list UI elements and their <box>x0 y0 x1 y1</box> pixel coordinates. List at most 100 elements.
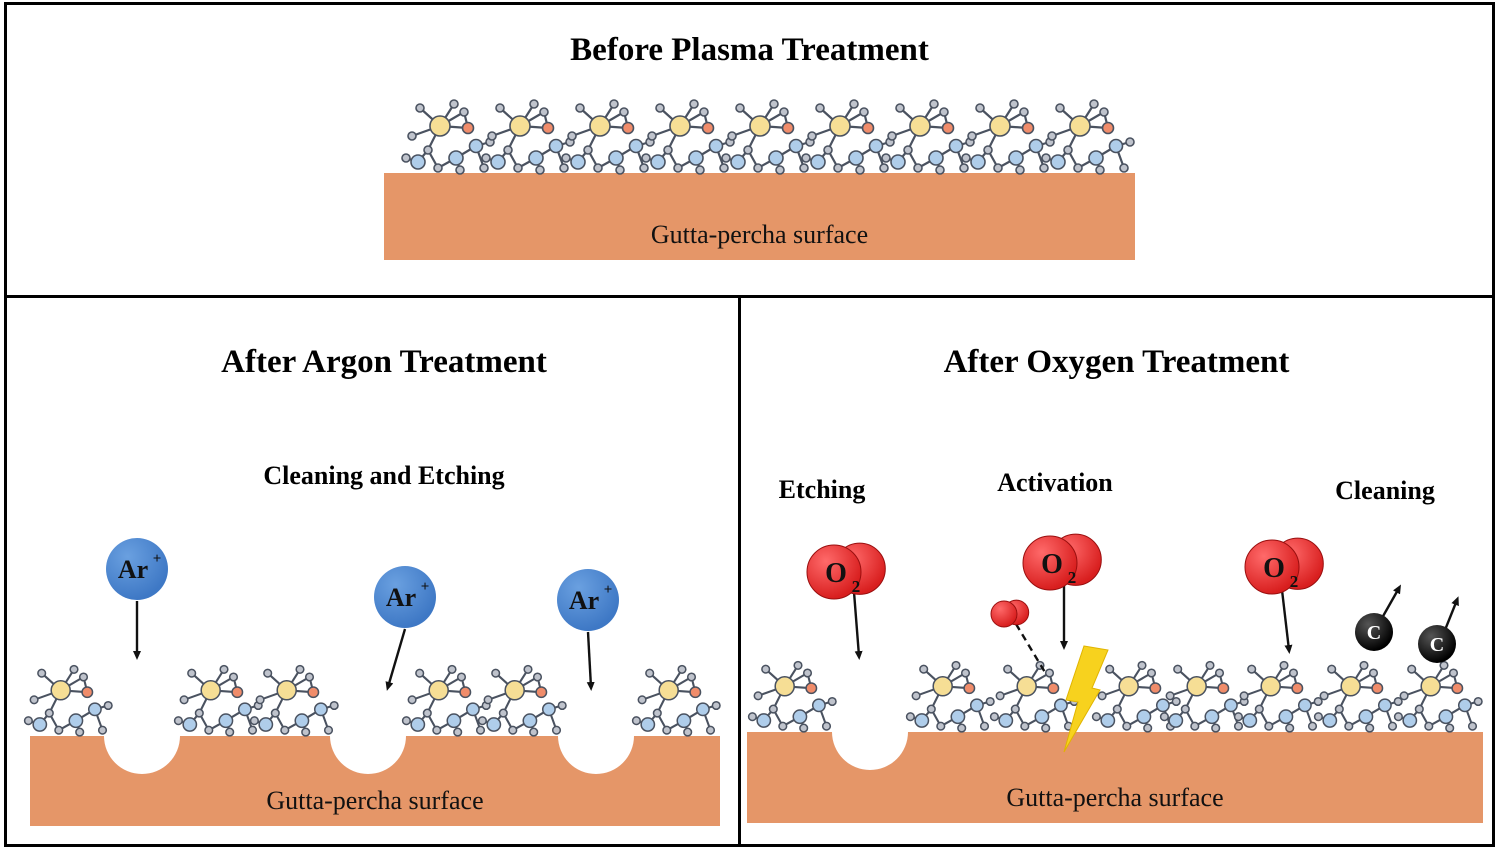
atom <box>491 668 501 678</box>
atom <box>801 153 811 163</box>
label-cleaning: Cleaning <box>1335 476 1435 505</box>
atom <box>775 165 785 175</box>
argon-ion <box>106 538 168 600</box>
polymer-unit <box>1233 660 1323 733</box>
atom <box>1146 668 1157 678</box>
atom <box>970 154 986 170</box>
atom <box>1204 709 1220 725</box>
label-etching: Etching <box>778 475 866 504</box>
atom <box>575 103 585 113</box>
atom <box>477 716 487 726</box>
atom <box>658 680 679 701</box>
atom <box>231 686 244 699</box>
atom <box>1205 660 1215 670</box>
atom <box>1041 153 1051 163</box>
atom <box>483 695 493 705</box>
atom <box>805 682 818 695</box>
atom <box>637 695 647 705</box>
atom <box>410 717 426 732</box>
carbon-atom-1 <box>1355 613 1393 651</box>
polymer-unit <box>641 99 735 175</box>
atom <box>218 713 234 729</box>
carbon-atom-2-arrow <box>1443 596 1459 631</box>
atom <box>1041 723 1051 733</box>
atom <box>54 725 64 735</box>
polymer-unit <box>401 99 495 175</box>
atom <box>1050 154 1066 170</box>
atom <box>429 115 451 137</box>
o2-cleaning-label: O <box>1263 553 1285 584</box>
atom <box>948 138 964 154</box>
atom <box>652 708 662 718</box>
atom <box>1100 713 1116 728</box>
atom <box>295 664 305 674</box>
atom <box>1457 698 1472 713</box>
atom <box>655 103 665 113</box>
polymer-unit <box>881 99 975 175</box>
atom <box>975 103 985 113</box>
atom <box>475 725 486 735</box>
atom <box>792 709 808 725</box>
polymer-unit <box>23 664 113 737</box>
atom <box>32 717 48 732</box>
atom <box>761 664 771 674</box>
atom <box>182 717 198 732</box>
atom <box>509 115 531 137</box>
atom <box>449 99 459 109</box>
title-before-treatment: Before Plasma Treatment <box>570 32 929 68</box>
surface-label-top: Gutta-percha surface <box>650 220 869 249</box>
atom <box>905 712 915 722</box>
atom <box>1365 723 1375 733</box>
atom <box>1069 115 1091 137</box>
atom <box>1473 696 1483 707</box>
atom <box>495 103 505 113</box>
atom <box>1053 698 1068 713</box>
atom <box>1137 660 1147 670</box>
atom <box>1239 691 1249 701</box>
atom <box>779 107 789 117</box>
atom <box>539 107 549 117</box>
atom <box>1368 668 1379 678</box>
atom <box>1118 676 1139 697</box>
atom <box>1438 709 1454 725</box>
argon-ion <box>557 569 619 631</box>
atom <box>69 664 79 674</box>
atom <box>1424 721 1434 731</box>
atom <box>1125 137 1135 147</box>
atom <box>1439 660 1449 670</box>
atom <box>1122 721 1132 731</box>
atom <box>1247 664 1257 674</box>
lightning-icon <box>1063 645 1109 753</box>
atom <box>1028 138 1044 154</box>
atom <box>187 668 197 678</box>
atom <box>989 712 999 722</box>
atom <box>513 163 523 173</box>
argon-ion-charge: + <box>153 551 162 567</box>
carbon-atom-2-label: C <box>1430 634 1444 656</box>
atom <box>1039 163 1049 173</box>
atom <box>1288 668 1299 678</box>
atom <box>1340 676 1361 697</box>
atom <box>663 145 673 155</box>
atom <box>456 672 467 682</box>
atom <box>255 695 265 705</box>
polymer-unit <box>561 99 655 175</box>
label-activation: Activation <box>997 468 1113 497</box>
atom <box>673 163 683 173</box>
atom <box>753 691 763 701</box>
atom <box>1089 99 1099 109</box>
atom <box>551 725 562 735</box>
o2-activation-label: O <box>1041 549 1063 580</box>
atom <box>929 99 939 109</box>
atom <box>639 163 649 173</box>
atom <box>1387 721 1398 731</box>
polymer-unit <box>721 99 815 175</box>
atom <box>628 138 644 154</box>
atom <box>50 680 71 701</box>
polymer-unit <box>173 664 263 737</box>
argon-ion <box>374 566 436 628</box>
atom <box>1393 696 1403 707</box>
atom <box>756 713 772 728</box>
atom <box>1327 664 1337 674</box>
